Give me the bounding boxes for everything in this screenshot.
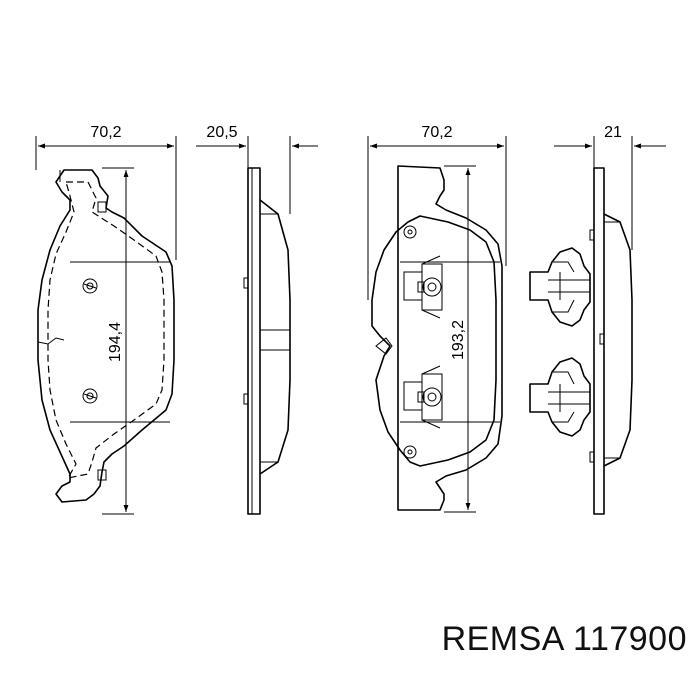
rear-height-label: 193,2 [450, 320, 467, 360]
front-width-dimension: 70,2 [35, 124, 177, 260]
part-number-caption: REMSA 117900 [441, 620, 687, 658]
rear-width-dimension: 70,2 [367, 124, 507, 300]
rear-pad-face-view [371, 165, 503, 511]
front-height-dimension: 194,4 [102, 167, 134, 515]
front-width-label: 70,2 [90, 124, 121, 141]
rear-height-dimension: 193,2 [444, 165, 476, 513]
lower-clip [529, 357, 591, 437]
front-thickness-dimension: 20,5 [196, 124, 318, 214]
upper-fastener [403, 255, 443, 319]
front-pad-face-view [37, 169, 175, 503]
upper-clip [529, 247, 591, 327]
front-pad-side-view [243, 167, 291, 515]
lower-fastener [403, 365, 443, 429]
rear-thickness-dimension: 21 [554, 124, 666, 250]
front-height-label: 194,4 [107, 322, 124, 362]
rear-width-label: 70,2 [421, 124, 452, 141]
rear-thickness-label: 21 [604, 124, 622, 141]
rear-pad-side-view [589, 167, 633, 515]
front-thickness-label: 20,5 [206, 124, 237, 141]
